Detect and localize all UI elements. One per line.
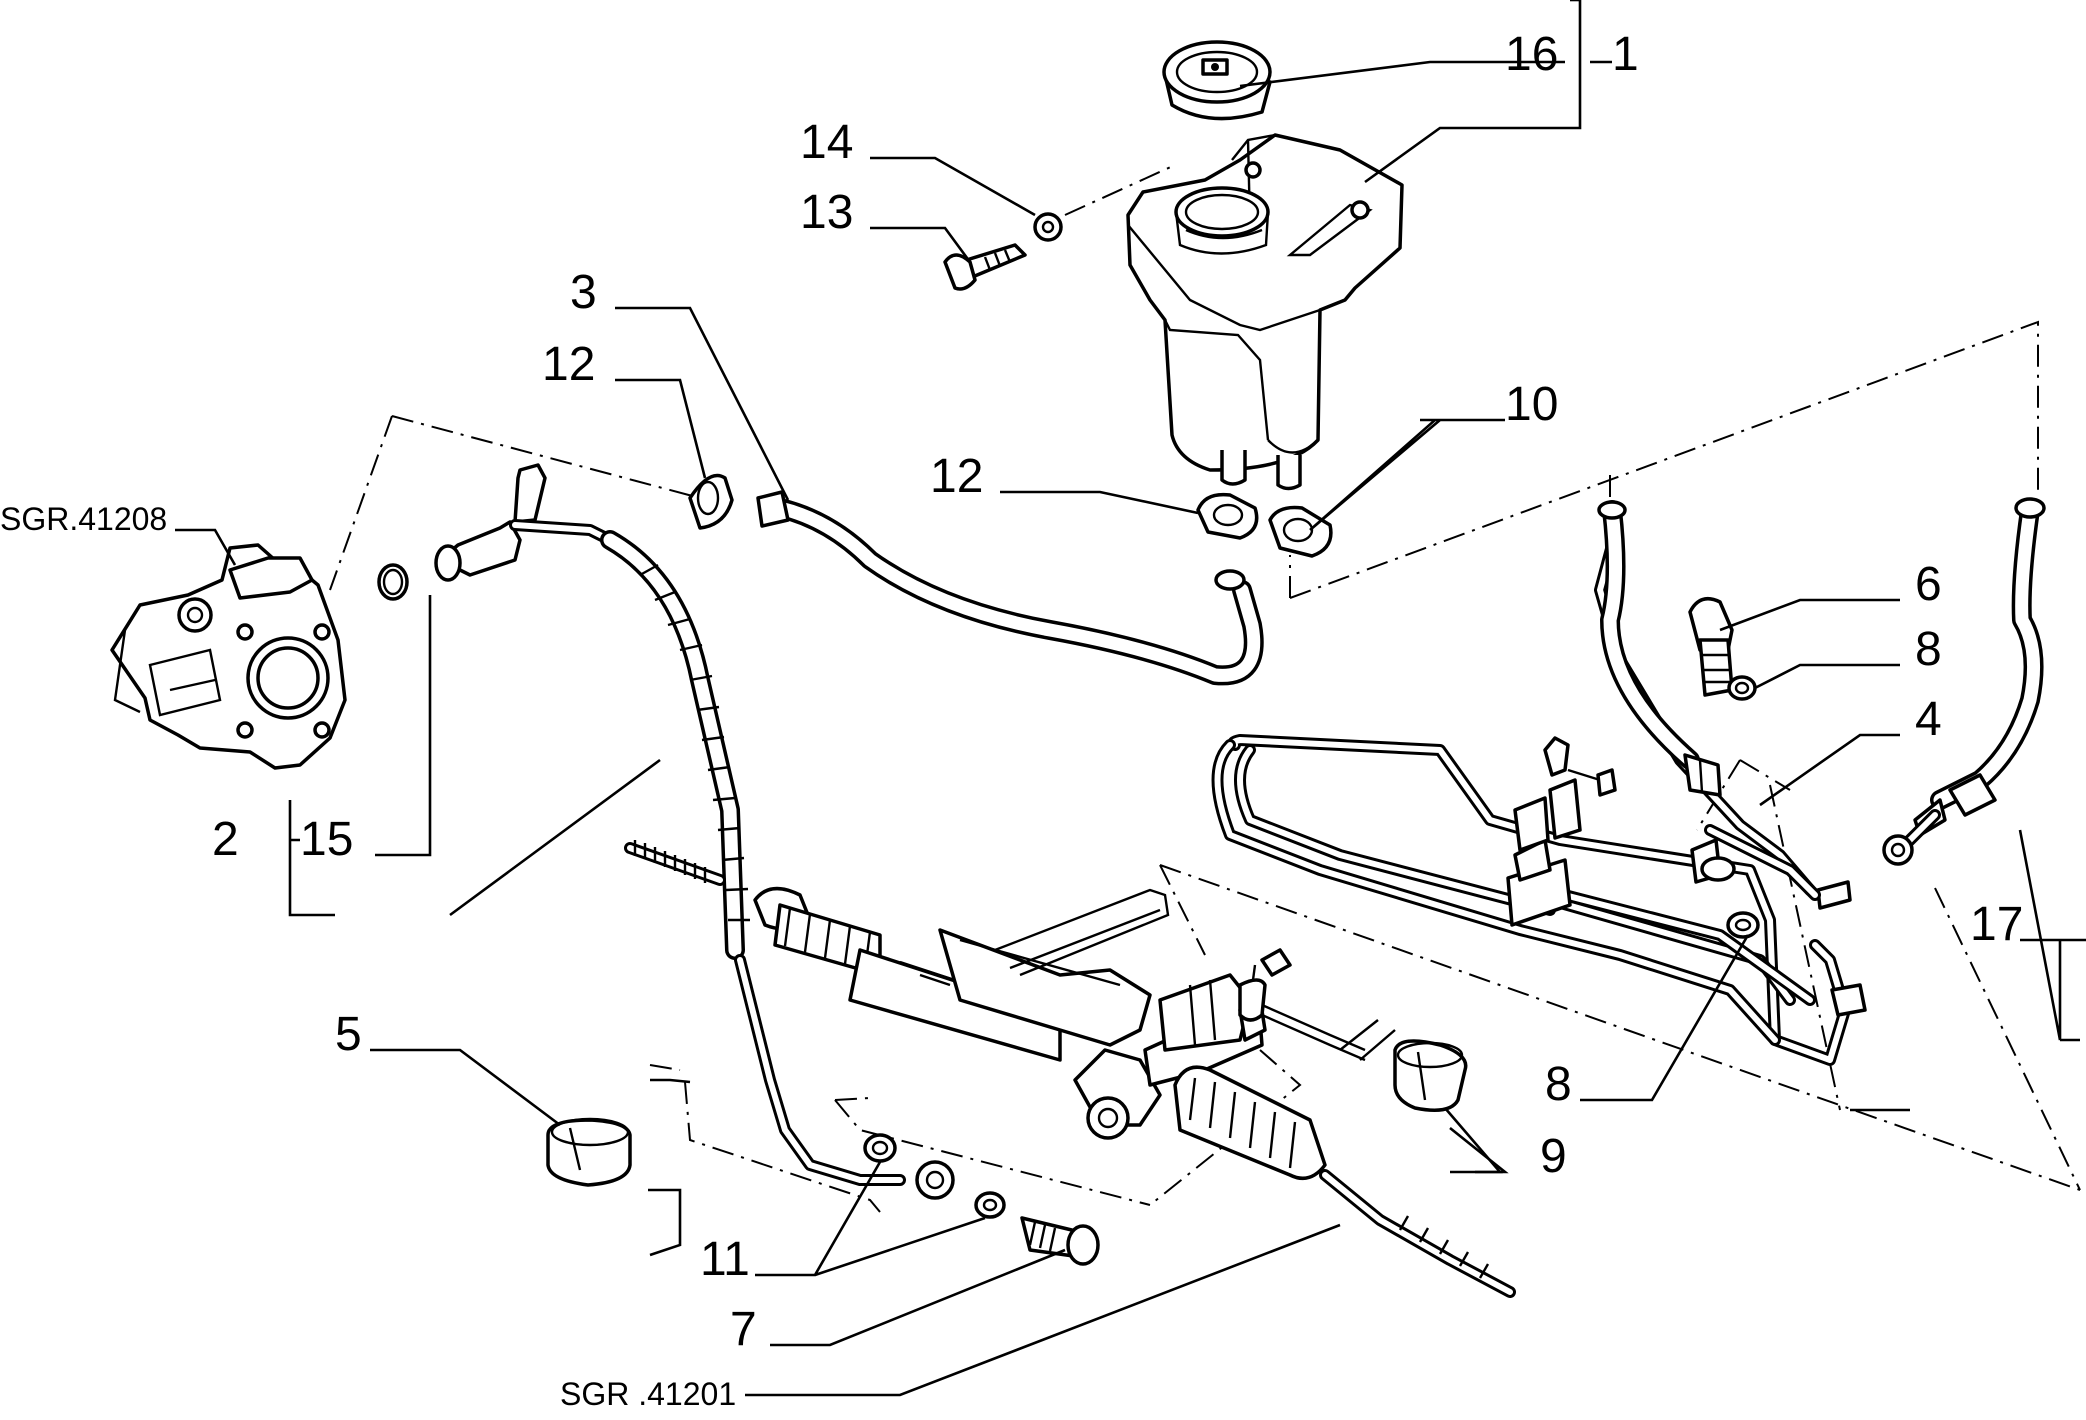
callout-13: 13 bbox=[800, 186, 853, 239]
callout-11: 11 bbox=[700, 1233, 750, 1286]
callout-10: 10 bbox=[1505, 378, 1558, 431]
return-hose-17[interactable] bbox=[1882, 497, 2046, 866]
callout-14: 14 bbox=[800, 116, 853, 169]
sealing-washer-8-upper[interactable] bbox=[1727, 675, 1757, 701]
callout-6: 6 bbox=[1915, 558, 1942, 611]
o-ring-15[interactable] bbox=[377, 563, 409, 601]
reservoir-washer[interactable] bbox=[1033, 212, 1063, 242]
rack-bushing-9[interactable] bbox=[1393, 1039, 1468, 1112]
callout-17: 17 bbox=[1970, 898, 2023, 951]
callout-12-reservoir: 12 bbox=[930, 450, 983, 503]
banjo-washer-11-upper[interactable] bbox=[863, 1133, 897, 1163]
reservoir-bolt[interactable] bbox=[943, 243, 1027, 291]
callout-7: 7 bbox=[730, 1303, 757, 1356]
callout-2: 2 bbox=[212, 813, 239, 866]
callout-12-upper: 12 bbox=[542, 338, 595, 391]
callout-5: 5 bbox=[335, 1008, 362, 1061]
callout-3: 3 bbox=[570, 266, 597, 319]
callout-numbers: 16 1 14 13 3 12 12 10 6 8 4 2 15 5 17 8 … bbox=[212, 28, 2023, 1356]
rack-reference: SGR .41201 bbox=[560, 1376, 736, 1412]
callout-8-lower: 8 bbox=[1545, 1058, 1572, 1111]
pressure-hose[interactable] bbox=[434, 463, 955, 1200]
hose-clamp-upper[interactable] bbox=[688, 473, 734, 530]
hose-clamp-reservoir[interactable] bbox=[1196, 492, 1259, 540]
callout-16: 16 bbox=[1505, 28, 1558, 81]
assembly-lines bbox=[329, 164, 2081, 1213]
banjo-bolt-7[interactable] bbox=[1020, 1216, 1100, 1266]
pump-reference: SGR.41208 bbox=[0, 501, 167, 537]
reference-labels: SGR.41208 SGR .41201 bbox=[0, 501, 736, 1412]
leader-lines bbox=[175, 0, 2086, 1397]
union-bolt-6[interactable] bbox=[1688, 596, 1734, 697]
callout-4: 4 bbox=[1915, 693, 1942, 746]
sealing-washer-8-lower[interactable] bbox=[1726, 911, 1760, 939]
reservoir-cap[interactable] bbox=[1162, 40, 1272, 121]
callout-8-upper: 8 bbox=[1915, 623, 1942, 676]
feed-hose-segment[interactable] bbox=[1597, 500, 1722, 797]
return-hose[interactable] bbox=[756, 490, 1264, 686]
steering-rack[interactable] bbox=[624, 840, 1516, 1298]
fluid-reservoir[interactable] bbox=[1126, 133, 1404, 491]
banjo-washer-11-lower[interactable] bbox=[974, 1191, 1006, 1219]
hose-clamp-10[interactable] bbox=[1268, 505, 1333, 558]
callout-9: 9 bbox=[1540, 1130, 1567, 1183]
power-steering-pump[interactable] bbox=[110, 543, 347, 770]
callout-15: 15 bbox=[300, 813, 353, 866]
rack-bushing-5[interactable] bbox=[546, 1117, 632, 1187]
hydraulic-lines-assembly[interactable] bbox=[1211, 504, 1867, 1066]
callout-1: 1 bbox=[1612, 28, 1639, 81]
